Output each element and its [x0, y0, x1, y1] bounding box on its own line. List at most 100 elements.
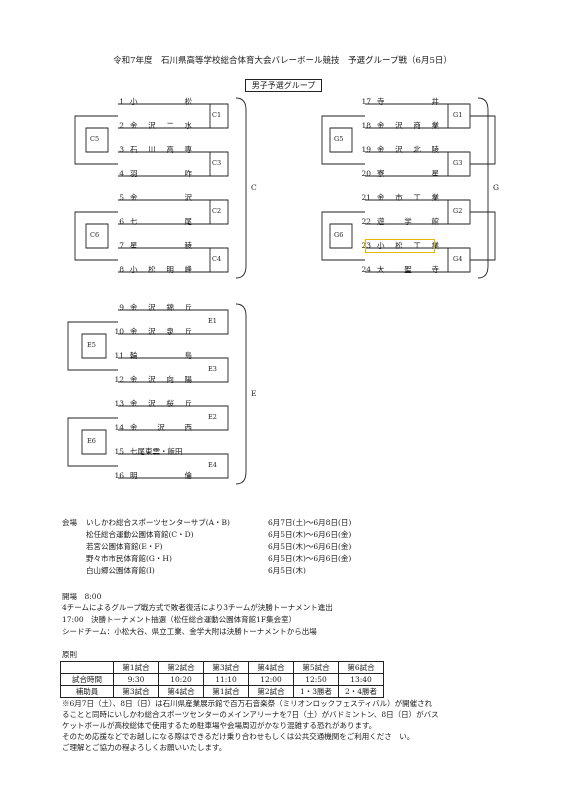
team-name: 金沢桜丘 — [130, 399, 192, 408]
table-cell: 12:50 — [293, 673, 339, 686]
sub-label-c5: C5 — [90, 135, 100, 143]
table-cell: 10:20 — [158, 673, 204, 686]
venue-date: 6月5日(木)～6月6日(金) — [268, 542, 352, 551]
team-name: 金沢錦丘 — [130, 303, 192, 312]
venue-name: 白山郷公園体育館(I) — [86, 566, 155, 575]
team-number: 6 — [119, 217, 124, 226]
table-cell: 第4試合 — [248, 661, 294, 674]
sub-label-e1: E1 — [208, 317, 217, 325]
team-row: 1 小 松 — [110, 96, 192, 107]
team-name: 寮 星 — [377, 169, 439, 178]
team-name: 寺 井 — [377, 97, 439, 106]
sub-label-g2: G2 — [453, 207, 463, 215]
team-name: 金沢向陽 — [130, 375, 192, 384]
team-row: 8 小松明峰 — [110, 264, 192, 275]
venue-date: 6月5日(木)～6月6日(金) — [268, 530, 352, 539]
bracket-lines — [67, 97, 496, 485]
table-cell: 第5試合 — [293, 661, 339, 674]
team-name: 輪 島 — [130, 351, 192, 360]
sub-label-c2: C2 — [212, 207, 222, 215]
sub-label-e5: E5 — [87, 341, 96, 349]
team-number: 18 — [361, 121, 371, 130]
note-line: ※6月7日（土）、8日（日）は石川県産業展示館で百万石音楽祭（ミリオンロックフェ… — [62, 699, 433, 708]
team-number: 8 — [119, 265, 124, 274]
team-name: 星 稜 — [130, 241, 192, 250]
table-cell: 第1試合 — [203, 685, 249, 698]
table-cell: 9:30 — [113, 673, 159, 686]
sub-label-g6: G6 — [334, 231, 344, 239]
venue-label: 会場 — [62, 518, 77, 527]
team-row: 23 小松工業 — [357, 240, 439, 251]
team-row: 14 金沢西 — [110, 422, 192, 433]
sub-label-g5: G5 — [334, 135, 344, 143]
sub-label-c3: C3 — [212, 159, 222, 167]
venue-date: 6月7日(土)～6月8日(日) — [268, 518, 352, 527]
team-name: 小松明峰 — [130, 265, 192, 274]
sub-label-c1: C1 — [212, 111, 222, 119]
table-cell: 13:40 — [338, 673, 384, 686]
team-name: 小 松 — [130, 97, 192, 106]
format-text: 4チームによるグループ戦方式で敗者復活により3チームが決勝トーナメント進出 — [62, 603, 333, 612]
sub-label-e6: E6 — [87, 437, 96, 445]
team-number: 5 — [119, 193, 124, 202]
team-number: 12 — [114, 375, 124, 384]
page-title: 令和7年度 石川県高等学校総合体育大会バレーボール競技 予選グループ戦（6月5日… — [113, 56, 452, 66]
note-line: ご理解とご協力の程よろしくお願いいたします。 — [62, 743, 227, 752]
team-row: 18 金沢商業 — [357, 120, 439, 131]
team-name: 遊学館 — [377, 217, 439, 226]
table-cell: 11:10 — [203, 673, 249, 686]
venue-name: いしかわ総合スポーツセンターサブ(A・B) — [86, 518, 230, 527]
team-name: 羽 咋 — [130, 169, 192, 178]
group-label-e: E — [251, 389, 257, 398]
team-name: 石川高専 — [130, 145, 192, 154]
sub-label-e3: E3 — [208, 365, 217, 373]
team-name: 金沢西 — [130, 423, 192, 432]
team-name: 七 尾 — [130, 217, 192, 226]
team-name: 小松工業 — [377, 241, 439, 250]
table-cell — [60, 661, 114, 674]
team-number: 20 — [361, 169, 371, 178]
team-number: 23 — [361, 241, 371, 250]
note-line: そのため応援などでお越しになる際はできるだけ乗り合わせもしくは公共交通機関をご利… — [62, 732, 415, 741]
table-cell: 第4試合 — [158, 685, 204, 698]
team-number: 1 — [119, 97, 124, 106]
team-row: 5 金 沢 — [110, 192, 192, 203]
team-name: 金沢商業 — [377, 121, 439, 130]
team-number: 13 — [114, 399, 124, 408]
team-number: 9 — [119, 303, 124, 312]
team-name: 金沢北陵 — [377, 145, 439, 154]
team-number: 24 — [361, 265, 371, 274]
team-number: 15 — [114, 447, 124, 456]
team-name: 金市工業 — [377, 193, 439, 202]
open-time: 開場 8:00 — [62, 592, 102, 601]
sub-label-g3: G3 — [453, 159, 463, 167]
team-name: 金 沢 — [130, 193, 192, 202]
table-cell: 第2試合 — [158, 661, 204, 674]
team-number: 10 — [114, 327, 124, 336]
team-name: 金沢二水 — [130, 121, 192, 130]
team-row: 9 金沢錦丘 — [110, 302, 192, 313]
table-cell: 第6試合 — [338, 661, 384, 674]
table-cell: 2・4勝者 — [338, 685, 384, 698]
team-number: 14 — [114, 423, 124, 432]
sub-label-c4: C4 — [212, 255, 222, 263]
group-label-c: C — [251, 183, 257, 192]
team-number: 16 — [114, 471, 124, 480]
team-row: 12 金沢向陽 — [110, 374, 192, 385]
venue-name: 若宮公園体育館(E・F) — [86, 542, 163, 551]
group-title: 男子予選グループ — [245, 79, 322, 92]
table-cell: 第2試合 — [248, 685, 294, 698]
venue-name: 野々市市民体育館(G・H) — [86, 554, 172, 563]
